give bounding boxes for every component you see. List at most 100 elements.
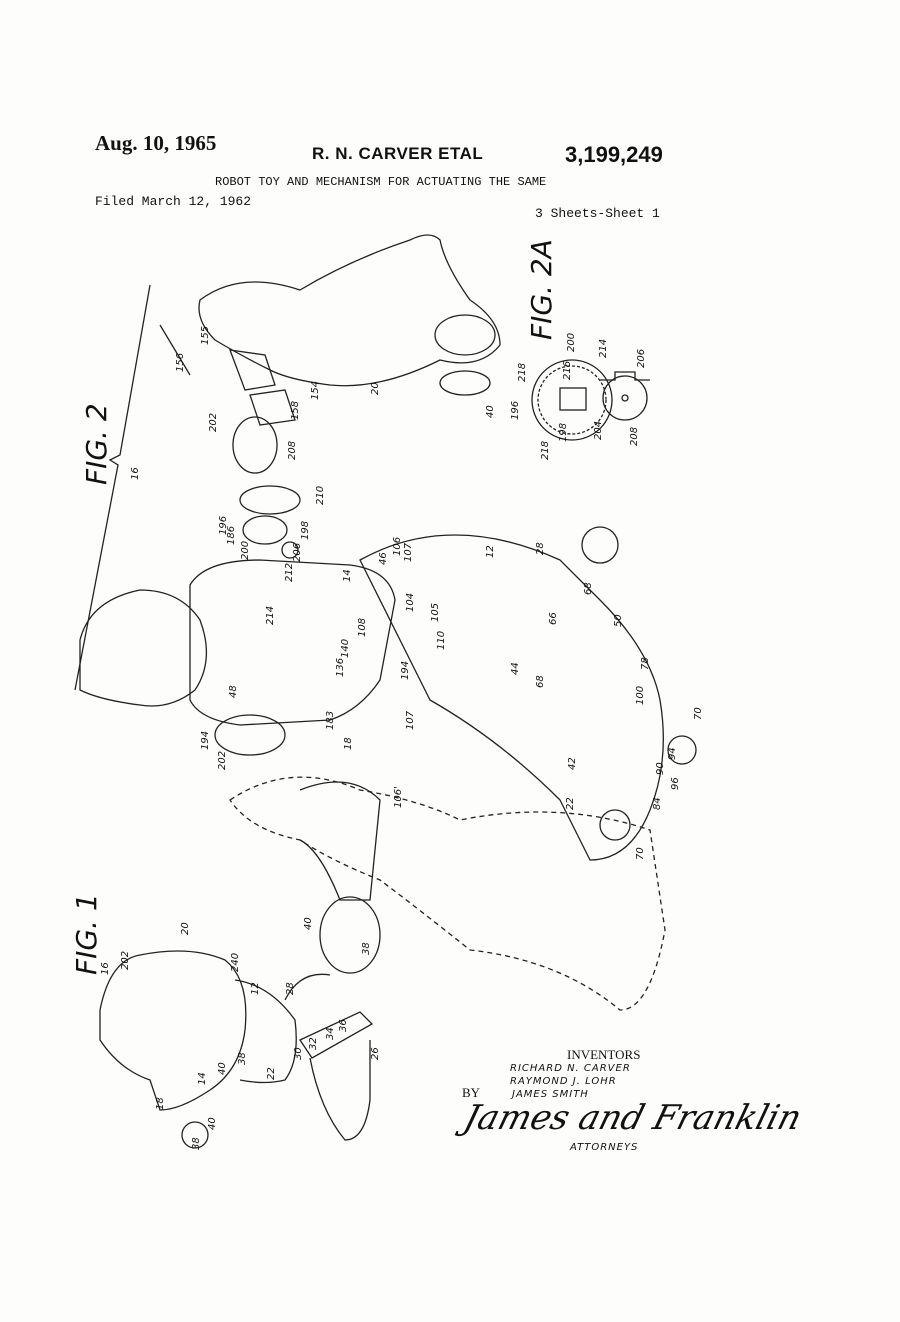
ref-numeral: 156 — [175, 352, 186, 372]
lower-arm-dashed — [229, 776, 666, 1011]
ref-numeral: 36 — [338, 1019, 349, 1032]
ref-numeral: 202 — [208, 412, 219, 432]
ref-numeral: 68 — [583, 582, 594, 595]
ref-numeral: 200 — [566, 332, 577, 352]
ref-numeral: 68 — [535, 675, 546, 688]
ref-numeral: 216 — [562, 360, 573, 380]
ref-numeral: 104 — [405, 592, 416, 612]
ref-numeral: 208 — [629, 426, 640, 446]
hand — [319, 896, 381, 974]
ref-numeral: 136 — [335, 657, 346, 677]
inventor-name: RAYMOND J. LOHR — [510, 1076, 617, 1087]
ref-numeral: 106 — [392, 536, 403, 556]
fig1-robot — [99, 950, 247, 1111]
fig2a-disc — [531, 359, 613, 441]
ref-numeral: 210 — [315, 485, 326, 505]
ref-numeral: 40 — [217, 1062, 228, 1075]
ref-numeral: 158 — [290, 400, 301, 420]
wheel — [581, 526, 619, 564]
ref-numeral: 106' — [393, 786, 404, 808]
ref-numeral: 22 — [266, 1067, 277, 1080]
ref-numeral: 30 — [293, 1047, 304, 1060]
ref-numeral: 240 — [230, 952, 241, 972]
ref-numeral: 28 — [285, 982, 296, 995]
ref-numeral: 50 — [613, 614, 624, 627]
ref-numeral: 105 — [430, 602, 441, 622]
ref-numeral: 194 — [400, 660, 411, 680]
arm-outline — [198, 234, 501, 387]
ref-numeral: 96 — [670, 777, 681, 790]
ref-numeral: 40 — [485, 405, 496, 418]
ref-numeral: 16 — [130, 467, 141, 480]
ref-numeral: 26 — [370, 1047, 381, 1060]
leg — [359, 534, 664, 861]
ref-numeral: 66 — [548, 612, 559, 625]
ref-numeral: 94 — [667, 747, 678, 760]
ref-numeral: 107 — [405, 710, 416, 730]
ref-numeral: 212 — [284, 562, 295, 582]
patent-title: ROBOT TOY AND MECHANISM FOR ACTUATING TH… — [215, 175, 547, 189]
ref-numeral: 218 — [517, 362, 528, 382]
ref-numeral: 90 — [655, 762, 666, 775]
ref-numeral: 40 — [207, 1117, 218, 1130]
ref-numeral: 208 — [287, 440, 298, 460]
ref-numeral: 32 — [308, 1037, 319, 1050]
ref-numeral: 38 — [191, 1137, 202, 1150]
ref-numeral: 18 — [155, 1097, 166, 1110]
fig2-label: FIG. 2 — [80, 403, 113, 485]
inventor-name: JAMES SMITH — [512, 1089, 589, 1100]
ref-numeral: 183 — [325, 710, 336, 730]
ref-numeral: 46 — [378, 552, 389, 565]
ref-numeral: 12 — [485, 545, 496, 558]
ref-numeral: 34 — [325, 1027, 336, 1040]
shoulder-pad — [232, 416, 278, 474]
sheet-count: 3 Sheets-Sheet 1 — [535, 206, 660, 221]
shoulder-wheel — [214, 714, 286, 756]
ref-numeral: 214 — [598, 338, 609, 358]
inventor-short: R. N. CARVER ETAL — [312, 144, 484, 163]
ref-numeral: 100 — [635, 685, 646, 705]
ref-numeral: 20 — [370, 382, 381, 395]
torso — [189, 559, 396, 726]
ref-numeral: 42 — [567, 757, 578, 770]
ref-numeral: 70 — [693, 707, 704, 720]
attorneys-label: ATTORNEYS — [570, 1142, 639, 1153]
ref-numeral: 218 — [540, 440, 551, 460]
ref-numeral: 140 — [340, 638, 351, 658]
ref-numeral: 154 — [310, 380, 321, 400]
by-label: BY — [462, 1085, 481, 1100]
ref-numeral: 194 — [200, 730, 211, 750]
ref-numeral: 20 — [180, 922, 191, 935]
ref-numeral: 214 — [265, 605, 276, 625]
ref-numeral: 14 — [342, 569, 353, 582]
ref-numeral: 196 — [510, 400, 521, 420]
ref-numeral: 206 — [636, 348, 647, 368]
ref-numeral: 202 — [217, 750, 228, 770]
fig2a-pinion — [602, 375, 648, 421]
ref-numeral: 198 — [558, 422, 569, 442]
fig2a-label: FIG. 2A — [525, 239, 558, 340]
ref-numeral: 155 — [200, 325, 211, 345]
patent-number: 3,199,249 — [565, 142, 663, 167]
ref-numeral: 84 — [652, 797, 663, 810]
head — [79, 589, 208, 707]
fig1-label: FIG. 1 — [70, 893, 103, 975]
ref-numeral: 12 — [250, 982, 261, 995]
ref-numeral: 70 — [635, 847, 646, 860]
inventor-name: RICHARD N. CARVER — [510, 1063, 631, 1074]
hand-disc — [439, 370, 491, 396]
inventors-heading: INVENTORS — [567, 1047, 641, 1062]
ref-numeral: 38 — [237, 1052, 248, 1065]
ref-numeral: 78 — [640, 657, 651, 670]
attorney-signature: James and Franklin — [459, 1098, 806, 1138]
ref-numeral: 202 — [120, 950, 131, 970]
fig2-bracket — [74, 284, 151, 691]
ref-numeral: 200 — [240, 540, 251, 560]
ref-numeral: 186 — [226, 525, 237, 545]
ref-numeral: 16 — [100, 962, 111, 975]
remote-control — [299, 1011, 374, 1059]
ref-numeral: 44 — [510, 662, 521, 675]
patent-date: Aug. 10, 1965 — [95, 131, 217, 155]
